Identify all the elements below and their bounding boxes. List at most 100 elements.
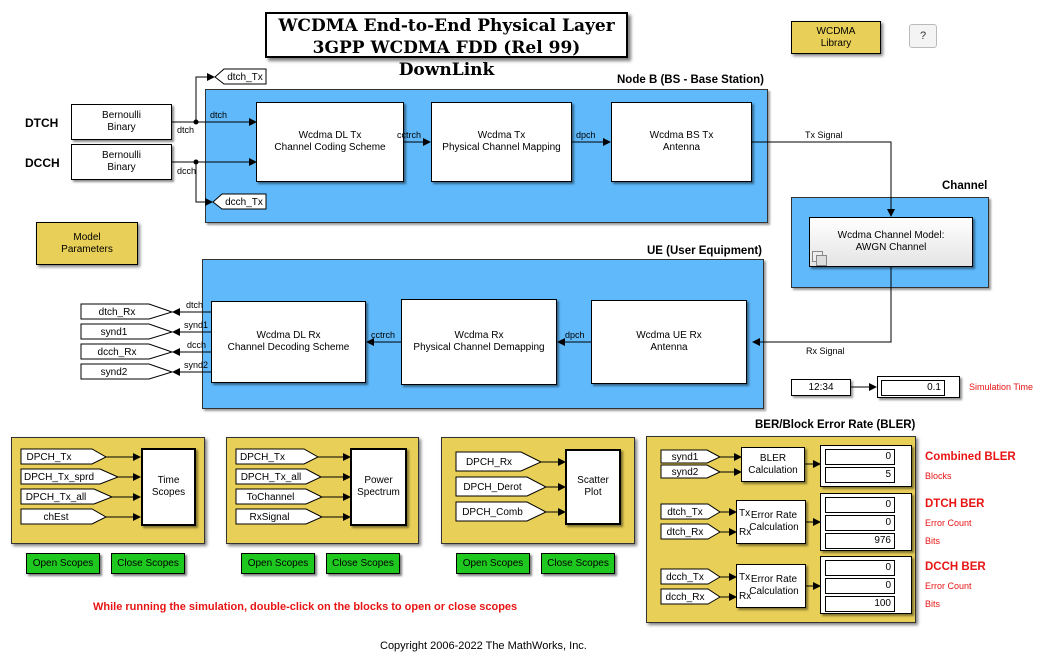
ue-antenna-block[interactable]: Wcdma UE Rx Antenna — [591, 300, 747, 384]
dcch-bits-label: Bits — [925, 599, 941, 609]
bernoulli-dtch-block[interactable]: Bernoulli Binary — [71, 104, 172, 140]
dtch-bits-label: Bits — [925, 536, 941, 546]
signal-label-dpch-tx: dpch — [576, 130, 596, 140]
signal-label-rx-dcch: dcch — [187, 340, 207, 350]
signal-label-tx-signal: Tx Signal — [805, 130, 843, 140]
from-dcch-rx[interactable]: dcch_Rx — [660, 588, 721, 605]
close-scopes-button-power[interactable]: Close Scopes — [326, 553, 400, 574]
time-scopes-block[interactable]: Time Scopes — [141, 448, 196, 526]
signal-label-dcch-src: dcch — [177, 166, 197, 176]
open-scopes-button-time[interactable]: Open Scopes — [26, 553, 100, 574]
sim-time-display[interactable]: 0.1 — [877, 376, 960, 398]
bler-calculation-block[interactable]: BLER Calculation — [741, 447, 805, 482]
dtch-error-count: 0 — [825, 515, 895, 531]
signal-label-rx-synd1: synd1 — [184, 320, 209, 330]
close-scopes-button-scatter[interactable]: Close Scopes — [541, 553, 615, 574]
close-scopes-button-time[interactable]: Close Scopes — [111, 553, 185, 574]
from-dpch-comb[interactable]: DPCH_Comb — [455, 501, 548, 522]
subsystem-reference-icon — [812, 251, 827, 266]
dtch-ber-display[interactable]: 0 0 976 — [820, 493, 912, 551]
dcch-ber-title: DCCH BER — [925, 561, 986, 573]
bler-value-blocks: 5 — [825, 467, 895, 483]
instruction-text: While running the simulation, double-cli… — [93, 601, 518, 613]
node-b-title: Node B (BS - Base Station) — [617, 74, 764, 86]
combined-bler-title: Combined BLER — [925, 451, 1016, 463]
model-title: WCDMA End-to-End Physical Layer 3GPP WCD… — [265, 12, 628, 80]
from-synd1[interactable]: synd1 — [660, 449, 722, 464]
tx-mapping-block[interactable]: Wcdma Tx Physical Channel Mapping — [431, 102, 572, 182]
from-dpch-tx-sprd[interactable]: DPCH_Tx_sprd — [20, 468, 120, 485]
sim-time-label: Simulation Time — [969, 382, 1034, 392]
dtch-error-count-label: Error Count — [925, 518, 972, 528]
from-chest[interactable]: chEst — [20, 508, 108, 525]
awgn-channel-block[interactable]: Wcdma Channel Model: AWGN Channel — [809, 217, 973, 267]
dtch-ber-title: DTCH BER — [925, 498, 985, 510]
goto-synd1[interactable]: synd1 — [80, 323, 174, 340]
signal-label-dtch-src: dtch — [177, 125, 195, 135]
wire-tx-signal — [752, 141, 895, 217]
wcdma-library-button[interactable]: WCDMA Library — [791, 21, 881, 54]
port-rx-label: Rx — [739, 527, 752, 538]
dcch-ber-rate: 0 — [825, 560, 895, 576]
power-spectrum-block[interactable]: Power Spectrum — [350, 448, 407, 526]
from-dpch-tx-all-1[interactable]: DPCH_Tx_all — [20, 488, 114, 505]
signal-label-dpch-rx: dpch — [565, 330, 585, 340]
signal-label-rx-dtch: dtch — [186, 300, 204, 310]
goto-dtch-rx[interactable]: dtch_Rx — [80, 303, 174, 320]
model-parameters-block[interactable]: Model Parameters — [36, 222, 138, 265]
from-dtch-tx[interactable]: dtch_Tx — [660, 503, 721, 520]
bs-antenna-block[interactable]: Wcdma BS Tx Antenna — [611, 102, 752, 182]
scatter-plot-block[interactable]: Scatter Plot — [565, 449, 621, 525]
from-dpch-derot[interactable]: DPCH_Derot — [455, 476, 548, 497]
bler-display[interactable]: 0 5 — [820, 445, 912, 487]
help-button[interactable]: ? — [909, 24, 937, 48]
clock-block[interactable]: 12:34 — [791, 379, 851, 396]
from-tochannel[interactable]: ToChannel — [235, 488, 324, 505]
signal-label-dtch-in: dtch — [210, 110, 228, 120]
from-dpch-tx-all-2[interactable]: DPCH_Tx_all — [235, 468, 323, 485]
open-scopes-button-power[interactable]: Open Scopes — [241, 553, 315, 574]
dtch-error-rate-block[interactable]: Tx Rx Error Rate Calculation — [736, 500, 806, 544]
from-synd2[interactable]: synd2 — [660, 464, 722, 479]
port-tx-label: Tx — [739, 572, 751, 583]
bler-value-rate: 0 — [825, 449, 895, 465]
dcch-bits: 100 — [825, 596, 895, 612]
rx-demapping-block[interactable]: Wcdma Rx Physical Channel Demapping — [401, 299, 557, 385]
signal-label-rx-synd2: synd2 — [184, 360, 209, 370]
from-dtch-rx[interactable]: dtch_Rx — [660, 523, 721, 540]
ue-title: UE (User Equipment) — [647, 245, 763, 257]
port-rx-label: Rx — [739, 591, 752, 602]
sim-time-value: 0.1 — [881, 380, 945, 396]
dcch-ber-display[interactable]: 0 0 100 — [820, 556, 912, 614]
wire-rx-signal — [752, 267, 892, 346]
open-scopes-button-scatter[interactable]: Open Scopes — [456, 553, 530, 574]
signal-label-cctrch-tx: cctrch — [397, 130, 422, 140]
dtch-label: DTCH — [25, 116, 59, 130]
port-tx-label: Tx — [739, 508, 751, 519]
dcch-label: DCCH — [25, 156, 60, 170]
from-dpch-tx-2[interactable]: DPCH_Tx — [235, 448, 320, 465]
rx-decoding-block[interactable]: Wcdma DL Rx Channel Decoding Scheme — [211, 301, 366, 383]
copyright-text: Copyright 2006-2022 The MathWorks, Inc. — [380, 640, 587, 652]
dtch-ber-rate: 0 — [825, 497, 895, 513]
wire-dcch-branch — [195, 162, 213, 206]
dcch-error-count: 0 — [825, 578, 895, 594]
from-dpch-tx-1[interactable]: DPCH_Tx — [20, 448, 108, 465]
bler-blocks-label: Blocks — [925, 471, 952, 481]
bernoulli-dcch-block[interactable]: Bernoulli Binary — [71, 144, 172, 180]
from-dpch-rx[interactable]: DPCH_Rx — [455, 451, 543, 472]
tx-coding-block[interactable]: Wcdma DL Tx Channel Coding Scheme — [256, 102, 404, 182]
model-title-line2: 3GPP WCDMA FDD (Rel 99) DownLink — [312, 38, 581, 80]
from-rxsignal[interactable]: RxSignal — [235, 508, 324, 525]
dcch-error-rate-block[interactable]: Tx Rx Error Rate Calculation — [736, 564, 806, 608]
goto-dtch-tx[interactable]: dtch_Tx — [214, 68, 267, 85]
signal-label-rx-signal: Rx Signal — [806, 346, 845, 356]
goto-dcch-tx[interactable]: dcch_Tx — [212, 193, 267, 210]
wire-dtch-branch — [195, 73, 215, 122]
help-icon: ? — [919, 30, 927, 42]
goto-dcch-rx[interactable]: dcch_Rx — [80, 343, 174, 360]
from-dcch-tx[interactable]: dcch_Tx — [660, 568, 721, 585]
channel-title: Channel — [942, 180, 988, 192]
goto-synd2[interactable]: synd2 — [80, 363, 174, 380]
